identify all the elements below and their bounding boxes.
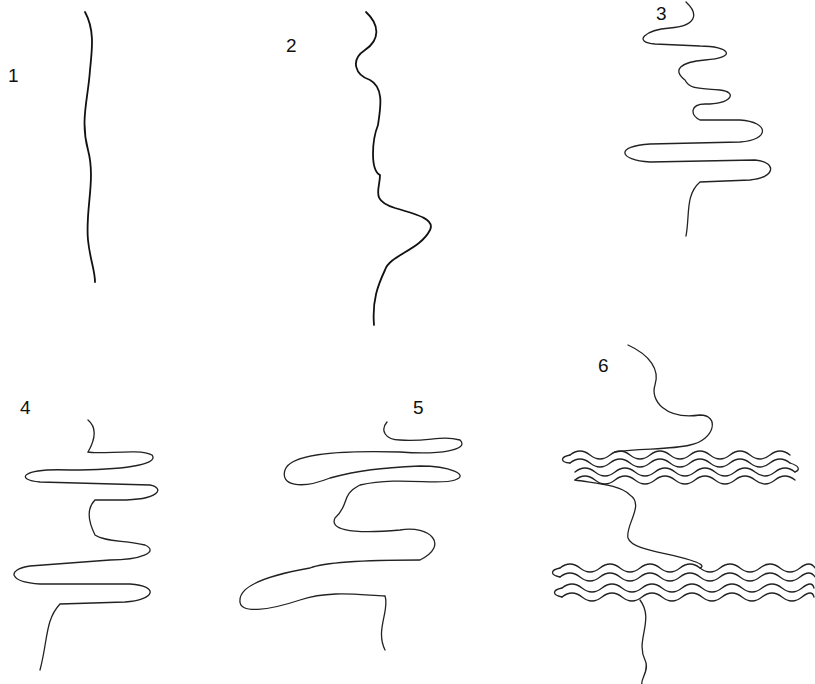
fiber-stage-6 (553, 345, 815, 684)
fiber-stage-1 (85, 12, 95, 282)
fiber-stage-5 (240, 422, 462, 650)
callout-number: 6 (598, 356, 609, 375)
callout-number: 5 (413, 398, 424, 417)
fiber-stage-2 (356, 12, 431, 325)
callout-number: 3 (656, 4, 667, 23)
stage-number-holder: 2 (286, 36, 297, 55)
stage-number-holder: 4 (20, 398, 31, 417)
callout-number: 1 (8, 66, 19, 85)
stage-number-holder: 6 (598, 356, 609, 375)
stage-number-holder: 1 (8, 66, 19, 85)
fiber-stage-4 (14, 420, 158, 670)
fiber-stage-3 (625, 2, 771, 236)
stage-number-holder: 3 (656, 4, 667, 23)
stage-number-holder: 5 (413, 398, 424, 417)
callout-number: 4 (20, 398, 31, 417)
callout-number: 2 (286, 36, 297, 55)
